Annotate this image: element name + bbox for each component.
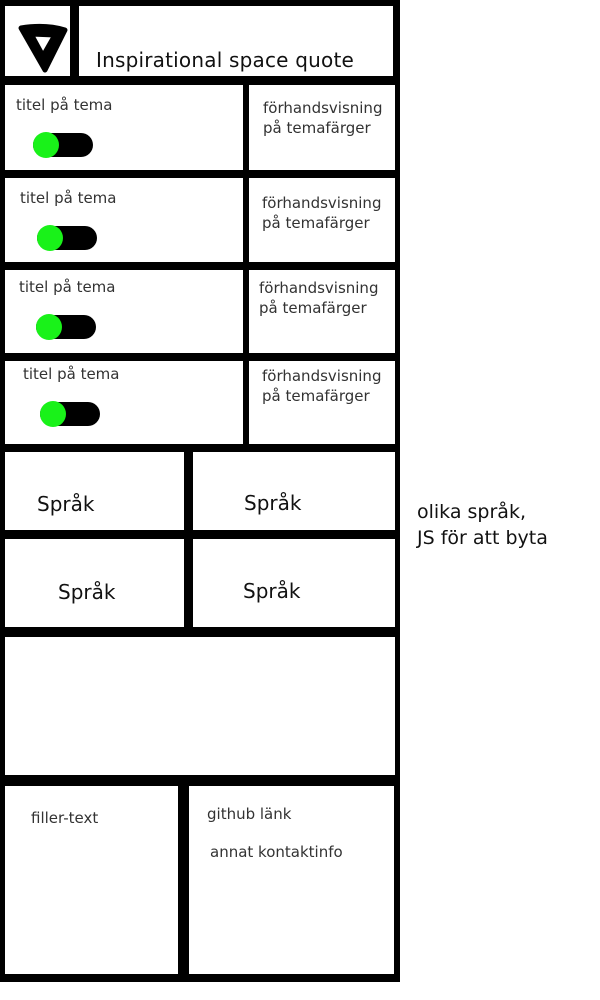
theme-preview-4	[249, 361, 395, 444]
github-link[interactable]: github länk	[207, 805, 292, 823]
toggle-knob	[33, 132, 59, 158]
theme-toggle-2[interactable]	[37, 225, 97, 251]
theme-toggle-4[interactable]	[40, 401, 100, 427]
contact-info[interactable]: annat kontaktinfo	[210, 843, 343, 861]
theme-preview-text-4b: på temafärger	[262, 387, 370, 405]
content-area	[5, 637, 395, 775]
theme-title-4: titel på tema	[23, 365, 120, 383]
language-label-2: Språk	[244, 491, 302, 515]
annotation-line-2: JS för att byta	[417, 527, 548, 549]
language-box-1[interactable]	[5, 452, 184, 530]
language-label-1: Språk	[37, 492, 95, 516]
theme-preview-text-3a: förhandsvisning	[259, 279, 379, 297]
theme-title-3: titel på tema	[19, 278, 116, 296]
annotation-line-1: olika språk,	[417, 501, 526, 523]
footer-contact-box	[189, 786, 394, 974]
footer-filler-box	[5, 786, 178, 974]
theme-preview-text-3b: på temafärger	[259, 299, 367, 317]
toggle-knob	[37, 225, 63, 251]
theme-preview-2	[249, 178, 395, 262]
toggle-knob	[40, 401, 66, 427]
inspirational-quote: Inspirational space quote	[96, 48, 354, 72]
theme-title-2: titel på tema	[20, 189, 117, 207]
language-label-4: Språk	[243, 579, 301, 603]
quote-box	[79, 6, 393, 76]
triangle-logo-icon	[18, 23, 68, 73]
language-box-4[interactable]	[193, 539, 395, 627]
toggle-knob	[36, 314, 62, 340]
theme-title-1: titel på tema	[16, 96, 113, 114]
logo-box[interactable]	[5, 6, 70, 76]
theme-preview-text-1b: på temafärger	[263, 119, 371, 137]
theme-preview-text-1a: förhandsvisning	[263, 99, 383, 117]
language-box-3[interactable]	[5, 539, 184, 627]
theme-preview-1	[249, 85, 395, 170]
theme-preview-text-4a: förhandsvisning	[262, 367, 382, 385]
language-box-2[interactable]	[193, 452, 395, 530]
theme-preview-text-2a: förhandsvisning	[262, 194, 382, 212]
language-label-3: Språk	[58, 580, 116, 604]
theme-toggle-3[interactable]	[36, 314, 96, 340]
filler-text: filler-text	[31, 809, 99, 827]
theme-preview-text-2b: på temafärger	[262, 214, 370, 232]
theme-preview-3	[249, 270, 395, 353]
theme-toggle-1[interactable]	[33, 132, 93, 158]
